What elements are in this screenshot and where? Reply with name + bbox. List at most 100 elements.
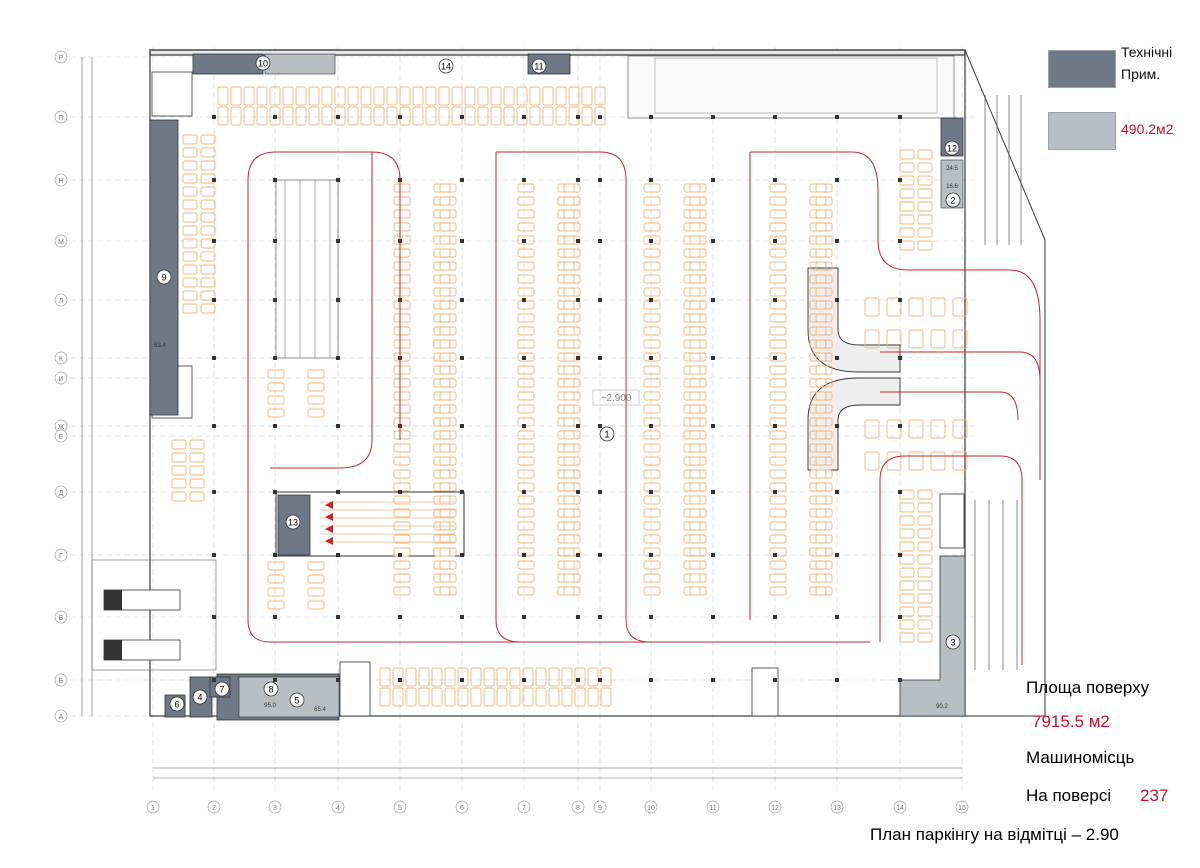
structural-column xyxy=(576,424,580,428)
parking-stall xyxy=(433,573,451,583)
structural-column xyxy=(773,178,777,182)
parking-stall xyxy=(535,687,547,707)
parking-stall xyxy=(809,534,827,544)
parking-stall xyxy=(439,586,457,596)
parking-stall xyxy=(683,430,701,440)
parking-stall xyxy=(517,209,535,219)
parking-stall xyxy=(769,365,787,375)
parking-stall xyxy=(815,378,833,388)
row-axis-label: Б xyxy=(59,678,64,685)
structural-column xyxy=(598,178,602,182)
parking-stall xyxy=(393,456,411,466)
parking-stall xyxy=(393,573,411,583)
parking-stall xyxy=(267,369,285,379)
parking-stall xyxy=(769,352,787,362)
parking-stall xyxy=(256,106,268,126)
parking-stall xyxy=(557,326,575,336)
structural-column xyxy=(576,490,580,494)
parking-stalls xyxy=(171,86,968,707)
parking-stall xyxy=(393,495,411,505)
parking-stall xyxy=(483,667,495,687)
parking-stall xyxy=(643,391,661,401)
parking-stall xyxy=(563,313,581,323)
dimension-lines xyxy=(81,57,962,779)
structural-column xyxy=(576,553,580,557)
parking-stall xyxy=(557,573,575,583)
parking-stall xyxy=(393,209,411,219)
parking-stall xyxy=(517,378,535,388)
parking-stall xyxy=(295,106,307,126)
parking-stall xyxy=(643,300,661,310)
truck-cab xyxy=(104,640,122,660)
parking-stall xyxy=(189,491,205,502)
parking-stall xyxy=(433,586,451,596)
parking-stall xyxy=(451,86,463,106)
parking-stall xyxy=(433,287,451,297)
parking-stall xyxy=(683,352,701,362)
structural-column xyxy=(649,178,653,182)
parking-stall xyxy=(769,274,787,284)
parking-stall xyxy=(439,391,457,401)
row-axis-label: М xyxy=(58,239,64,246)
room-number-bubble xyxy=(214,681,230,697)
structural-column xyxy=(576,239,580,243)
parking-stall xyxy=(477,106,489,126)
parking-stall xyxy=(769,586,787,596)
parking-stall xyxy=(517,339,535,349)
row-axis-label: А xyxy=(59,714,64,721)
structural-column xyxy=(898,239,902,243)
structural-column xyxy=(336,298,340,302)
parking-stall xyxy=(689,469,707,479)
structural-column xyxy=(835,115,839,119)
parking-stall xyxy=(917,214,933,225)
parking-stall xyxy=(182,277,198,288)
parking-stall xyxy=(689,209,707,219)
route-line xyxy=(496,151,651,643)
parking-stall xyxy=(393,183,411,193)
legend-area-swatch xyxy=(1048,112,1116,150)
room-number-label: 2 xyxy=(950,196,955,206)
structural-column xyxy=(212,115,216,119)
parking-stall xyxy=(809,469,827,479)
truck-cab xyxy=(104,590,122,610)
parking-stall xyxy=(425,86,437,106)
column-axis-label: 14 xyxy=(896,805,904,812)
parking-stall xyxy=(444,687,456,707)
parking-stall xyxy=(295,86,307,106)
parking-stall xyxy=(600,687,612,707)
parking-stall xyxy=(809,508,827,518)
parking-stall xyxy=(393,534,411,544)
column-axis-bubble xyxy=(644,800,658,814)
direction-arrow xyxy=(325,525,333,533)
parking-stall xyxy=(643,365,661,375)
parking-stall xyxy=(643,482,661,492)
parking-stall xyxy=(433,209,451,219)
parking-stall xyxy=(917,162,933,173)
spiral-ramp-upper xyxy=(807,267,901,373)
column-axis-label: 3 xyxy=(273,805,277,812)
structural-column xyxy=(711,356,715,360)
structural-column xyxy=(273,615,277,619)
parking-stall xyxy=(815,521,833,531)
parking-stall xyxy=(557,586,575,596)
column-axis-label: 5 xyxy=(398,805,402,812)
parking-stall xyxy=(563,495,581,505)
parking-stall xyxy=(373,106,385,126)
route-line xyxy=(879,455,1023,665)
room-number-label: 8 xyxy=(268,685,273,695)
parking-spaces-label: Машиномісць xyxy=(1026,748,1135,767)
parking-stall xyxy=(393,378,411,388)
parking-stall xyxy=(307,369,325,379)
traffic-route-lines xyxy=(247,151,1041,665)
parking-stall xyxy=(563,404,581,414)
parking-stall xyxy=(243,86,255,106)
area-room xyxy=(238,676,340,718)
legend-area-value: 490.2м2 xyxy=(1121,121,1174,137)
structural-column xyxy=(773,239,777,243)
parking-stall xyxy=(917,201,933,212)
structural-column xyxy=(460,298,464,302)
parking-stall xyxy=(563,508,581,518)
parking-stall xyxy=(200,277,216,288)
structural-column xyxy=(398,115,402,119)
